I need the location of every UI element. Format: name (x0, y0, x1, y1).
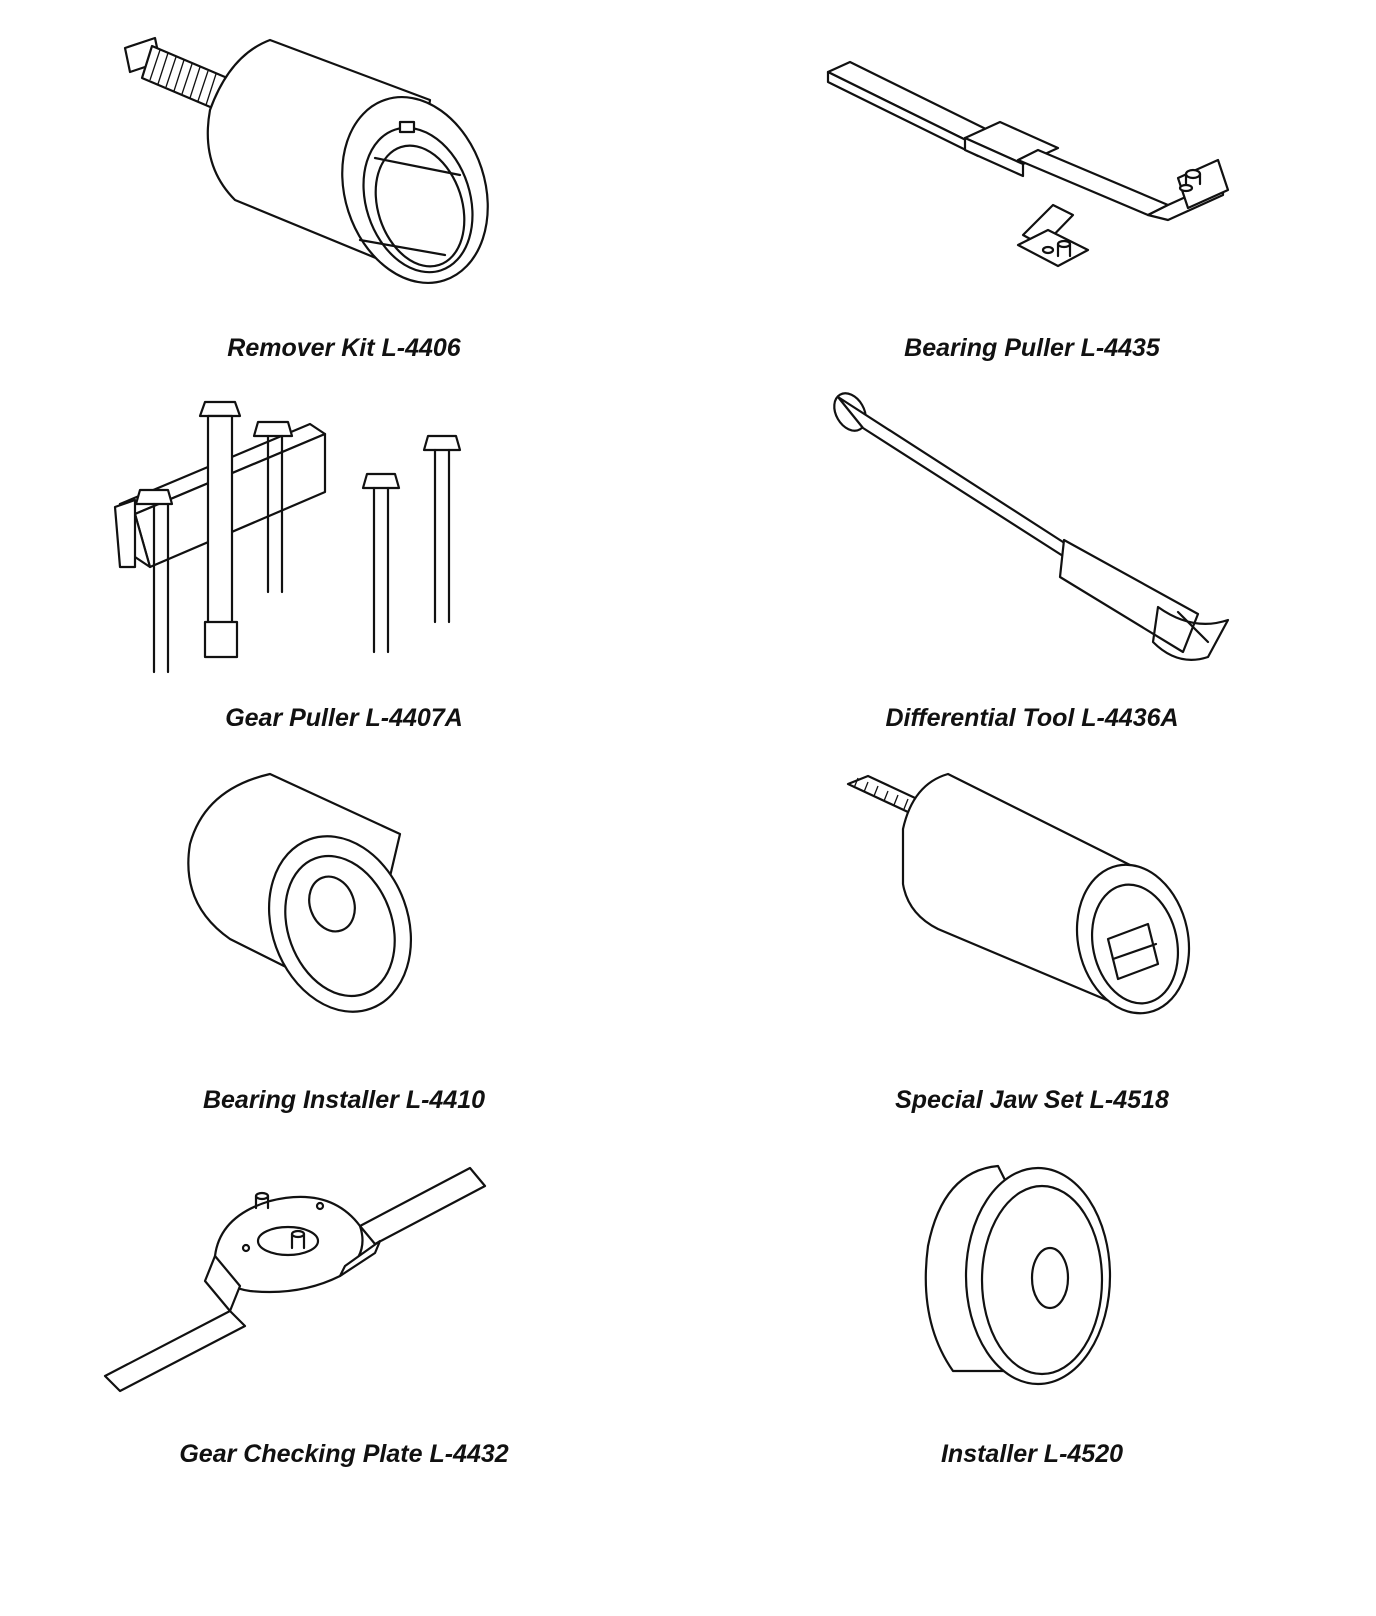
differential-tool-illustration (833, 392, 1230, 661)
thread-lines (149, 49, 217, 106)
gear-checking-plate-illustration (103, 1166, 487, 1393)
special-jaw-set-illustration (846, 772, 1191, 1015)
tool-caption: Special Jaw Set L-4518 (895, 1086, 1169, 1114)
tool-special-jaw-set: Special Jaw Set L-4518 (688, 764, 1376, 1146)
tool-caption: Bearing Puller L-4435 (904, 334, 1160, 362)
tool-caption: Bearing Installer L-4410 (202, 1086, 486, 1114)
thread-lines (853, 777, 909, 810)
tool-bearing-installer: Bearing Installer L-4410 (0, 764, 688, 1146)
tool-caption: Differential Tool L-4436A (885, 704, 1179, 732)
tool-differential-tool: Differential Tool L-4436A (688, 382, 1376, 764)
bearing-installer-illustration (187, 772, 413, 1013)
tool-gear-puller: Gear Puller L-4407A (0, 382, 688, 764)
remover-kit-illustration (123, 36, 489, 285)
tool-caption: Gear Puller L-4407A (225, 704, 463, 732)
gear-puller-illustration (113, 400, 462, 674)
installer-illustration (924, 1164, 1112, 1386)
tool-gear-checking-plate: Gear Checking Plate L-4432 (0, 1146, 688, 1528)
tool-installer: Installer L-4520 (688, 1146, 1376, 1528)
tool-caption: Installer L-4520 (940, 1440, 1124, 1468)
tool-bearing-puller: Bearing Puller L-4435 (688, 0, 1376, 382)
tool-caption: Gear Checking Plate L-4432 (179, 1440, 509, 1468)
tool-remover-kit: Remover Kit L-4406 (0, 0, 688, 382)
bearing-puller-illustration (826, 60, 1230, 268)
tool-caption: Remover Kit L-4406 (227, 334, 461, 362)
